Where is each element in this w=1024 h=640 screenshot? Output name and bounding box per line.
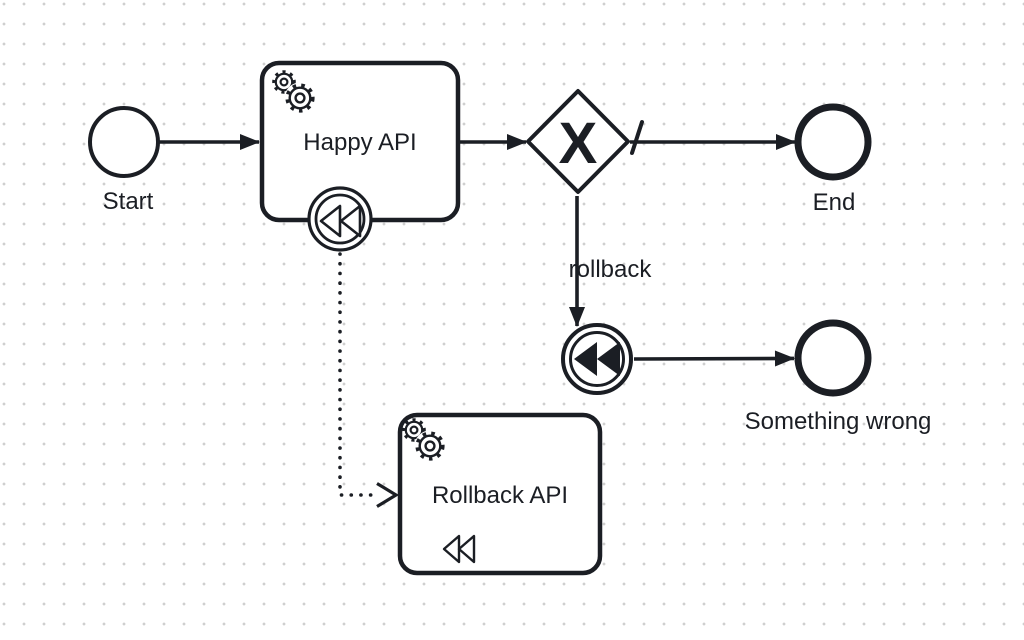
compensation-boundary-event (307, 186, 373, 252)
end-event-label: End (813, 189, 856, 216)
gateway-x-icon: X (559, 111, 598, 176)
gateway-shape (526, 89, 630, 194)
something-wrong-label: Something wrong (745, 408, 932, 435)
compensation-throw-event (561, 323, 633, 395)
service-task-rollback: Rollback API (397, 412, 603, 576)
flow-gateway-to-end (630, 120, 796, 155)
flow-label-rollback: rollback (569, 256, 653, 283)
association-compensation (338, 252, 400, 508)
service-task-happy: Happy API (259, 60, 461, 223)
task-shape (397, 412, 603, 576)
task-label: Rollback API (432, 482, 568, 509)
rewind-icon (319, 204, 362, 238)
start-event (88, 106, 160, 178)
end-event (794, 103, 872, 181)
exclusive-gateway: X (526, 89, 630, 194)
compensation-marker-rewind-icon (442, 534, 476, 564)
rewind-filled-icon (574, 342, 620, 376)
default-flow-marker (630, 120, 644, 155)
end-event-something-wrong (794, 319, 872, 397)
flow-gateway-to-compensation: rollback (569, 196, 653, 327)
flow-compensation-to-wrong (633, 350, 795, 367)
open-arrowhead-icon (376, 482, 400, 508)
start-event-label: Start (103, 188, 154, 215)
task-label: Happy API (303, 129, 416, 156)
